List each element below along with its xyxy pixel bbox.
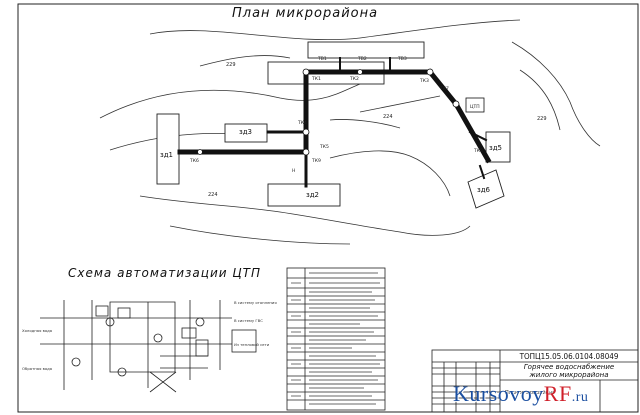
svg-text:В систему отопления: В систему отопления [234,300,277,305]
watermark-rf: RF [543,381,572,406]
buildings [156,41,511,209]
svg-text:В систему ГВС: В систему ГВС [234,318,263,323]
svg-text:ЦТП: ЦТП [470,104,480,110]
pipe-trunk-east [426,68,492,164]
legend-table [286,267,386,411]
pipe-nodes [197,68,485,156]
drawing-title: Горячее водоснабжение жилого микрорайона [500,363,638,379]
svg-text:229: 229 [537,116,547,122]
watermark-ru: .ru [571,390,589,405]
contour-labels: 229 224 224 229 [208,62,547,198]
building-zd7 [307,41,425,59]
legend-table-scribble [291,272,380,405]
svg-text:Обратная вода: Обратная вода [22,366,52,371]
svg-text:ТК2: ТК2 [349,76,359,82]
plan-title: План микрорайона [232,6,379,21]
svg-text:ТК4: ТК4 [297,120,307,126]
building-zd1 [156,113,180,185]
svg-text:ТК3: ТК3 [419,78,429,84]
building-zd6 [467,169,505,209]
automation-schema-title: Схема автоматизации ЦТП [68,266,262,280]
svg-text:229: 229 [226,62,236,68]
svg-text:Н: Н [292,168,295,174]
svg-text:224: 224 [383,114,393,120]
drawing-code: ТОПЦ15.05.06.0104.08049 [519,352,619,361]
drawing-title-line2: жилого микрорайона [529,371,609,379]
label-zd5: зд5 [489,144,503,152]
svg-text:ТК5: ТК5 [319,144,329,150]
label-zd3: зд3 [239,128,253,136]
pipe-branch-zd7 [339,57,391,73]
svg-text:ТК9: ТК9 [311,158,321,164]
sheet-frame [17,3,639,413]
label-zd6: зд6 [477,186,491,194]
site-watermark: KursovoyRF.ru [453,381,588,407]
label-zd1: зд1 [160,151,174,159]
svg-text:Из тепловой сети: Из тепловой сети [234,342,270,347]
svg-text:TB2: TB2 [357,56,367,62]
svg-text:ТК1: ТК1 [311,76,321,82]
automation-schematic [40,300,257,393]
svg-text:TB3: TB3 [397,56,407,62]
watermark-brand: Kursovoy [453,381,544,406]
drawing-title-line1: Горячее водоснабжение [523,363,615,371]
svg-text:ТК6: ТК6 [189,158,199,164]
ctp-station [465,97,485,113]
svg-text:ТК8: ТК8 [473,148,483,154]
automation-labels: В систему отопления В систему ГВС Из теп… [22,300,277,371]
sheet-subtitle: План микрорайона [505,390,556,396]
building-zd2 [267,183,341,207]
svg-text:Холодная вода: Холодная вода [22,328,52,333]
pipe-branch-zd6 [478,164,486,180]
pipe-branch-zd5 [468,130,488,142]
svg-text:224: 224 [208,192,218,198]
svg-text:TB1: TB1 [317,56,327,62]
title-block [431,349,639,413]
svg-text:ТК7: ТК7 [439,86,449,92]
label-zd2: зд2 [306,191,320,199]
building-zd5 [485,131,511,163]
